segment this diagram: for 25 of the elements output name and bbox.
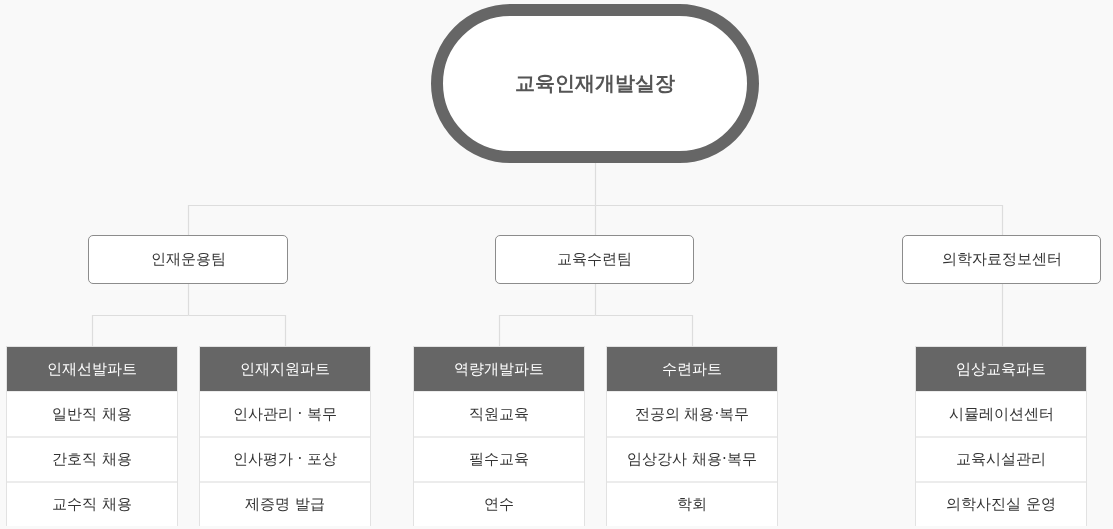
part-header: 수련파트: [607, 347, 777, 391]
team-box: 교육수련팀: [495, 235, 694, 284]
connector-line: [187, 314, 287, 347]
duty-item: 연수: [414, 481, 584, 526]
part-column: [6, 346, 178, 526]
part-column: [915, 346, 1087, 526]
duty-item: 제증명 발급: [200, 481, 370, 526]
part-header: 역량개발파트: [414, 347, 584, 391]
part-header: 인재지원파트: [200, 347, 370, 391]
connector-line: [91, 314, 190, 347]
duty-item: 교수직 채용: [7, 481, 177, 526]
director-pill: 교육인재개발실장: [431, 4, 759, 163]
connector-line: [594, 204, 1004, 236]
connector-line: [187, 204, 597, 236]
team-box: 의학자료정보센터: [902, 235, 1101, 284]
duty-item: 의학사진실 운영: [916, 481, 1086, 526]
duty-item: 학회: [607, 481, 777, 526]
connector-line: [594, 314, 694, 347]
part-column: [199, 346, 371, 526]
part-column: [606, 346, 778, 526]
part-header: 임상교육파트: [916, 347, 1086, 391]
team-box: 인재운용팀: [88, 235, 288, 284]
part-column: [413, 346, 585, 526]
connector-line: [498, 314, 597, 347]
part-header: 인재선발파트: [7, 347, 177, 391]
